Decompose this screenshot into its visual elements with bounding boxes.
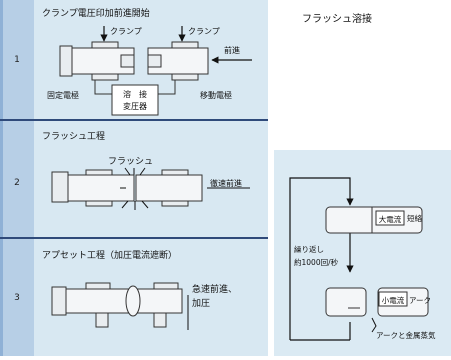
clamp-bottom-right bbox=[153, 312, 167, 328]
clamp-label-left: クランプ bbox=[110, 27, 142, 36]
cycle-panel-bg bbox=[274, 150, 451, 356]
large-current-box bbox=[375, 210, 405, 226]
step-1: 1 クランプ電圧印加前進開始 クランプ クランプ 前進 溶 接 変圧器 固定電極… bbox=[14, 7, 252, 116]
rapid-advance-label: 急速前進、 bbox=[192, 283, 237, 295]
slow-advance-label: 徹速前進 bbox=[210, 178, 242, 188]
advance-label: 前進 bbox=[224, 45, 240, 55]
fixed-electrode-holder bbox=[59, 45, 73, 77]
transformer-label-line2: 変圧器 bbox=[123, 101, 147, 111]
flash-sparks bbox=[120, 167, 149, 210]
left-workpiece-end bbox=[120, 54, 135, 68]
arc-metal-vapor-label: アークと金属蒸気 bbox=[376, 330, 436, 340]
step-number: 2 bbox=[14, 178, 20, 188]
clamp-top-left bbox=[85, 169, 113, 176]
repeat-loop bbox=[289, 177, 354, 340]
clamp-top-right bbox=[153, 282, 179, 290]
clamp-top-left bbox=[85, 282, 111, 290]
workpiece-left-end bbox=[51, 286, 67, 316]
step-number: 3 bbox=[14, 293, 20, 303]
workpiece-right bbox=[135, 288, 183, 314]
right-clamp-top bbox=[171, 41, 199, 49]
repeat-rate-label: 約1000回/秒 bbox=[294, 257, 339, 267]
step-number: 1 bbox=[14, 55, 20, 65]
short-circuit-label: 短絡 bbox=[407, 213, 422, 223]
pressure-label: 加圧 bbox=[192, 298, 210, 309]
large-current-label: 大電流 bbox=[379, 214, 402, 224]
clamp-bottom-left bbox=[95, 312, 109, 328]
arc-rod-left bbox=[325, 287, 367, 317]
step-column-edge bbox=[0, 0, 3, 356]
right-clamp-bottom bbox=[171, 73, 199, 81]
flash-cycle-panel: 大電流 短絡 繰り返し 約1000回/秒 小電流 アーク アークと金属蒸気 bbox=[274, 150, 451, 356]
workpiece-left-end bbox=[51, 171, 69, 203]
left-clamp-top bbox=[91, 41, 119, 49]
step-title: アプセット工程（加圧電流遮断） bbox=[42, 249, 177, 261]
moving-electrode-wire bbox=[158, 80, 176, 95]
clamp-bottom-left bbox=[85, 200, 113, 207]
arc-label: アーク bbox=[409, 296, 431, 305]
clamp-top-right bbox=[161, 169, 189, 176]
fixed-electrode-label: 固定電極 bbox=[47, 90, 79, 100]
fixed-electrode-wire bbox=[94, 80, 112, 95]
transformer-label-line1: 溶 接 bbox=[123, 89, 147, 99]
repeat-label: 繰り返し bbox=[294, 244, 324, 254]
step-2: 2 フラッシュ工程 フラッシュ 徹速前進 bbox=[14, 131, 250, 210]
welding-transformer bbox=[111, 84, 159, 116]
step-3: 3 アプセット工程（加圧電流遮断） 急速前進、 加圧 bbox=[14, 249, 237, 330]
clamp-label-right: クランプ bbox=[188, 27, 220, 36]
right-workpiece-end bbox=[147, 54, 162, 68]
upset-bulge bbox=[125, 285, 141, 317]
moving-electrode-label: 移動電極 bbox=[200, 90, 232, 100]
flash-label: フラッシュ bbox=[108, 156, 153, 167]
clamp-bottom-right bbox=[161, 200, 189, 207]
left-clamp-bottom bbox=[91, 73, 119, 81]
step-number-column bbox=[0, 0, 34, 356]
small-current-label: 小電流 bbox=[382, 295, 405, 305]
workpiece-right bbox=[135, 174, 203, 202]
step-title: フラッシュ工程 bbox=[42, 131, 105, 142]
workpiece-left bbox=[65, 288, 131, 314]
small-current-box bbox=[378, 291, 408, 307]
arc-vapor-pointer bbox=[371, 317, 377, 333]
page-title: フラッシュ溶接 bbox=[302, 12, 372, 25]
step-title: クランプ電圧印加前進開始 bbox=[42, 7, 150, 19]
